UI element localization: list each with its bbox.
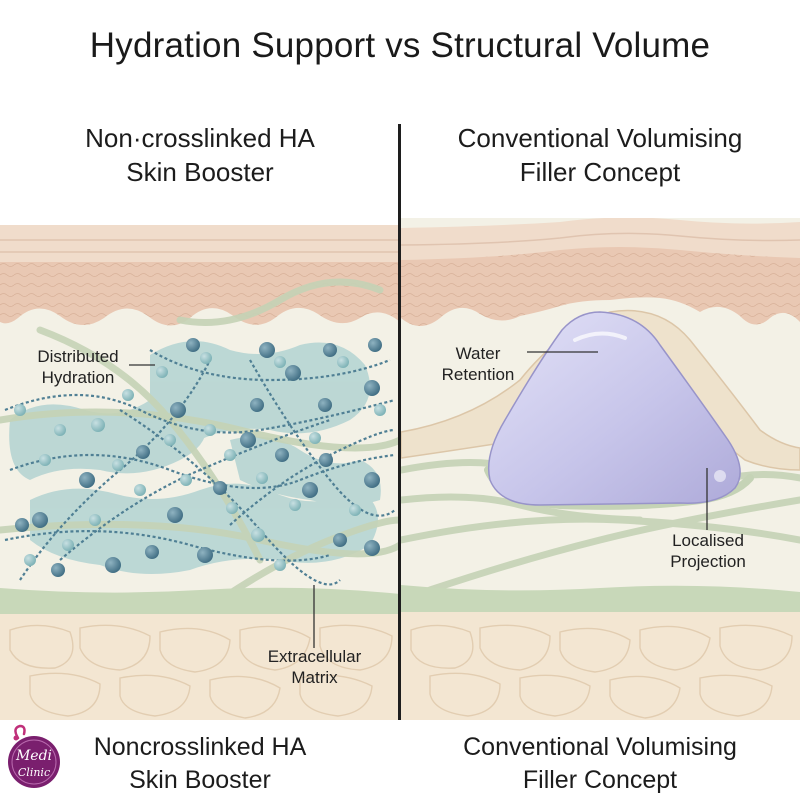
left-panel-heading: Non·crosslinked HA Skin Booster <box>0 121 400 189</box>
panel-divider <box>398 124 401 720</box>
right-panel-heading: Conventional Volumising Filler Concept <box>400 121 800 189</box>
right-footer-caption: Conventional Volumising Filler Concept <box>463 733 737 794</box>
filler-gel-bolus <box>487 311 741 506</box>
logo-text-clinic: Clinic <box>18 766 50 779</box>
right-heading-line-2: Filler Concept <box>519 157 681 187</box>
left-heading-line-2: Skin Booster <box>126 157 274 187</box>
label-extracellular-matrix: Extracellular Matrix <box>267 647 362 687</box>
right-skin-section <box>401 218 800 720</box>
label-localised-projection: Localised Projection <box>670 531 746 571</box>
label-distributed-hydration: Distributed Hydration <box>37 347 119 387</box>
right-heading-line-1: Conventional Volumising <box>457 123 743 153</box>
left-skin-section <box>0 225 399 720</box>
logo-text-medi: Medi <box>15 748 52 764</box>
ha-molecules <box>14 338 386 577</box>
medi-clinic-logo: Medi Clinic <box>8 724 60 788</box>
left-heading-line-1: Non·crosslinked HA <box>85 123 315 153</box>
label-water-retention: Water Retention <box>441 344 515 384</box>
label-leader-lines <box>129 351 708 648</box>
left-footer-caption: Noncrosslinked HA Skin Booster <box>93 733 307 794</box>
page-title: Hydration Support vs Structural Volume <box>89 26 711 65</box>
